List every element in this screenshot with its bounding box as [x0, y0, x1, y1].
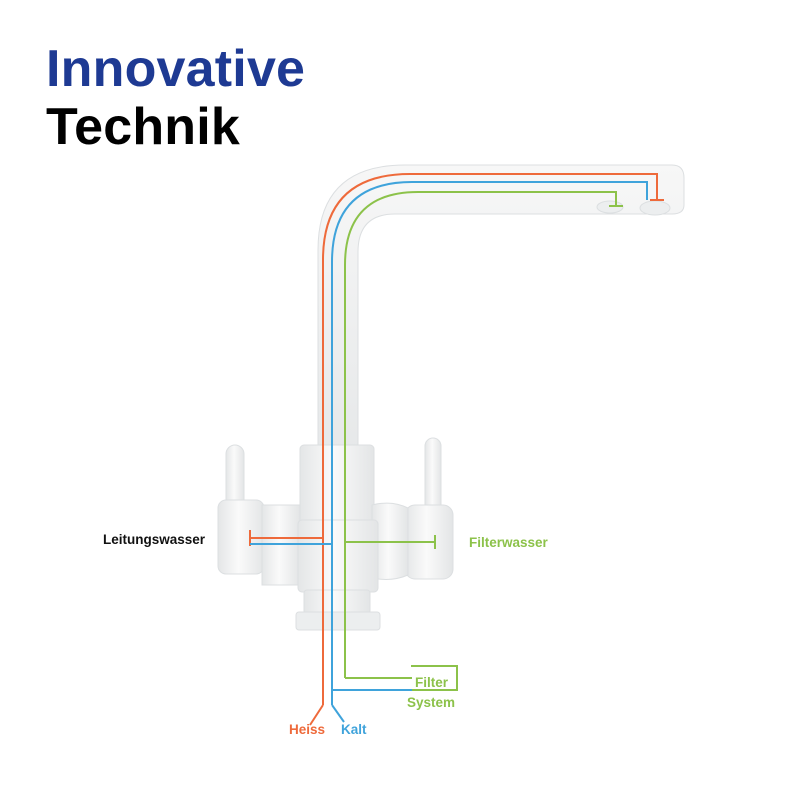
- faucet-icon: [217, 164, 685, 631]
- label-kalt: Kalt: [341, 722, 367, 737]
- label-leitungswasser: Leitungswasser: [103, 532, 206, 547]
- cold-water-line: [250, 181, 648, 723]
- label-filter-system-line-1: Filter: [415, 675, 449, 690]
- filter-water-line: [344, 191, 623, 691]
- label-filter-system-line-2: System: [407, 695, 455, 710]
- label-filterwasser: Filterwasser: [469, 535, 549, 550]
- title-line-2: Technik: [46, 98, 241, 156]
- label-heiss: Heiss: [289, 722, 325, 737]
- hot-water-line: [249, 173, 664, 726]
- title-line-1: Innovative: [46, 40, 306, 98]
